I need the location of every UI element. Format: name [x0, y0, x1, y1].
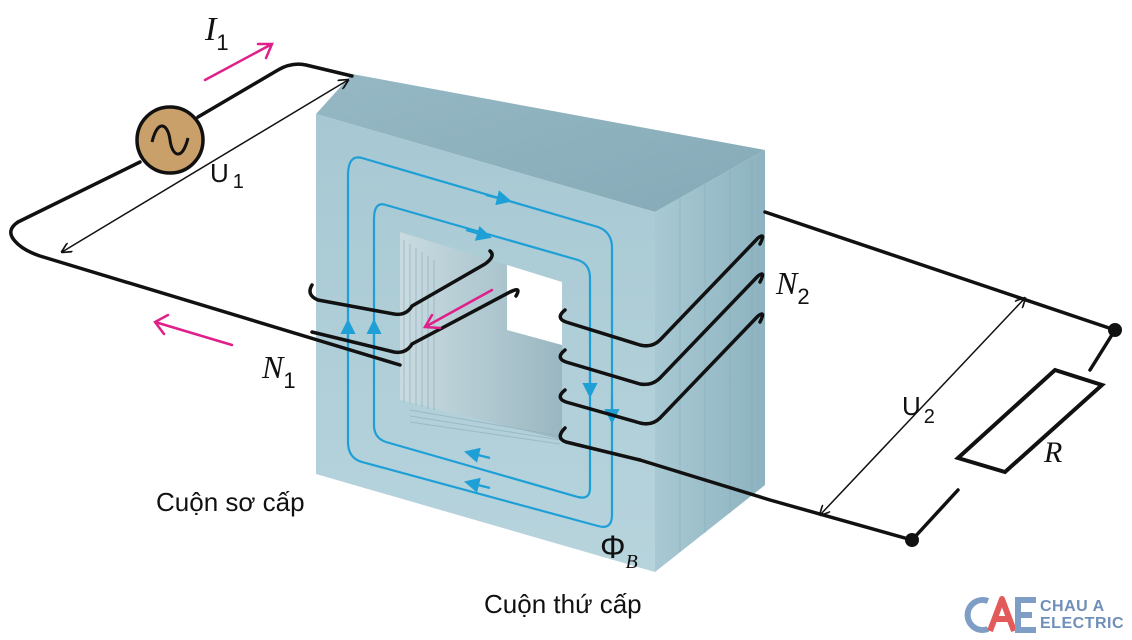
logo-text: CHAU A ELECTRIC — [1040, 598, 1124, 632]
logo-line-1: CHAU A — [1040, 598, 1105, 615]
terminal-bottom — [905, 533, 919, 547]
secondary-wire-bottom — [638, 458, 914, 542]
u1-measure-line — [62, 80, 348, 252]
core-window-opening — [507, 265, 562, 345]
flux-arrow-top-inner — [465, 225, 492, 241]
label-phi-b: ΦB — [600, 529, 638, 573]
flux-arrow-bottom-outer — [464, 477, 491, 493]
flux-arrow-bottom — [464, 447, 491, 463]
flux-arrow-top — [485, 190, 512, 206]
side-lamination — [679, 158, 753, 552]
caption-primary-coil: Cuộn sơ cấp — [156, 487, 305, 517]
core-top-face — [316, 74, 765, 212]
caption-secondary-coil: Cuộn thứ cấp — [484, 589, 642, 619]
primary-wire-left — [9, 160, 402, 367]
core-side-face — [655, 150, 765, 572]
label-i1: I1 — [204, 11, 229, 55]
primary-wire-top — [196, 62, 354, 119]
secondary-coil — [558, 234, 765, 462]
flux-loop-inner — [372, 203, 592, 499]
current-arrows — [153, 42, 494, 347]
cae-logo-mark-icon — [964, 596, 1036, 633]
primary-coil — [308, 249, 520, 355]
lamination-lines — [403, 240, 561, 445]
current-arrow-coil — [422, 288, 494, 330]
u2-measure-line — [820, 298, 1025, 515]
terminal-top — [1108, 323, 1122, 337]
chau-a-electric-logo: CHAU A ELECTRIC — [962, 595, 1127, 635]
current-arrow-i1 — [203, 42, 274, 82]
primary-circuit — [9, 62, 520, 367]
resistor-r — [954, 367, 1106, 475]
label-r: R — [1043, 436, 1062, 469]
label-n2: N2 — [775, 265, 810, 309]
secondary-wire-top — [763, 210, 1117, 332]
transformer-core — [316, 74, 765, 572]
current-arrow-return — [153, 313, 234, 347]
logo-line-2: ELECTRIC — [1040, 615, 1124, 632]
label-n1: N1 — [261, 349, 296, 393]
